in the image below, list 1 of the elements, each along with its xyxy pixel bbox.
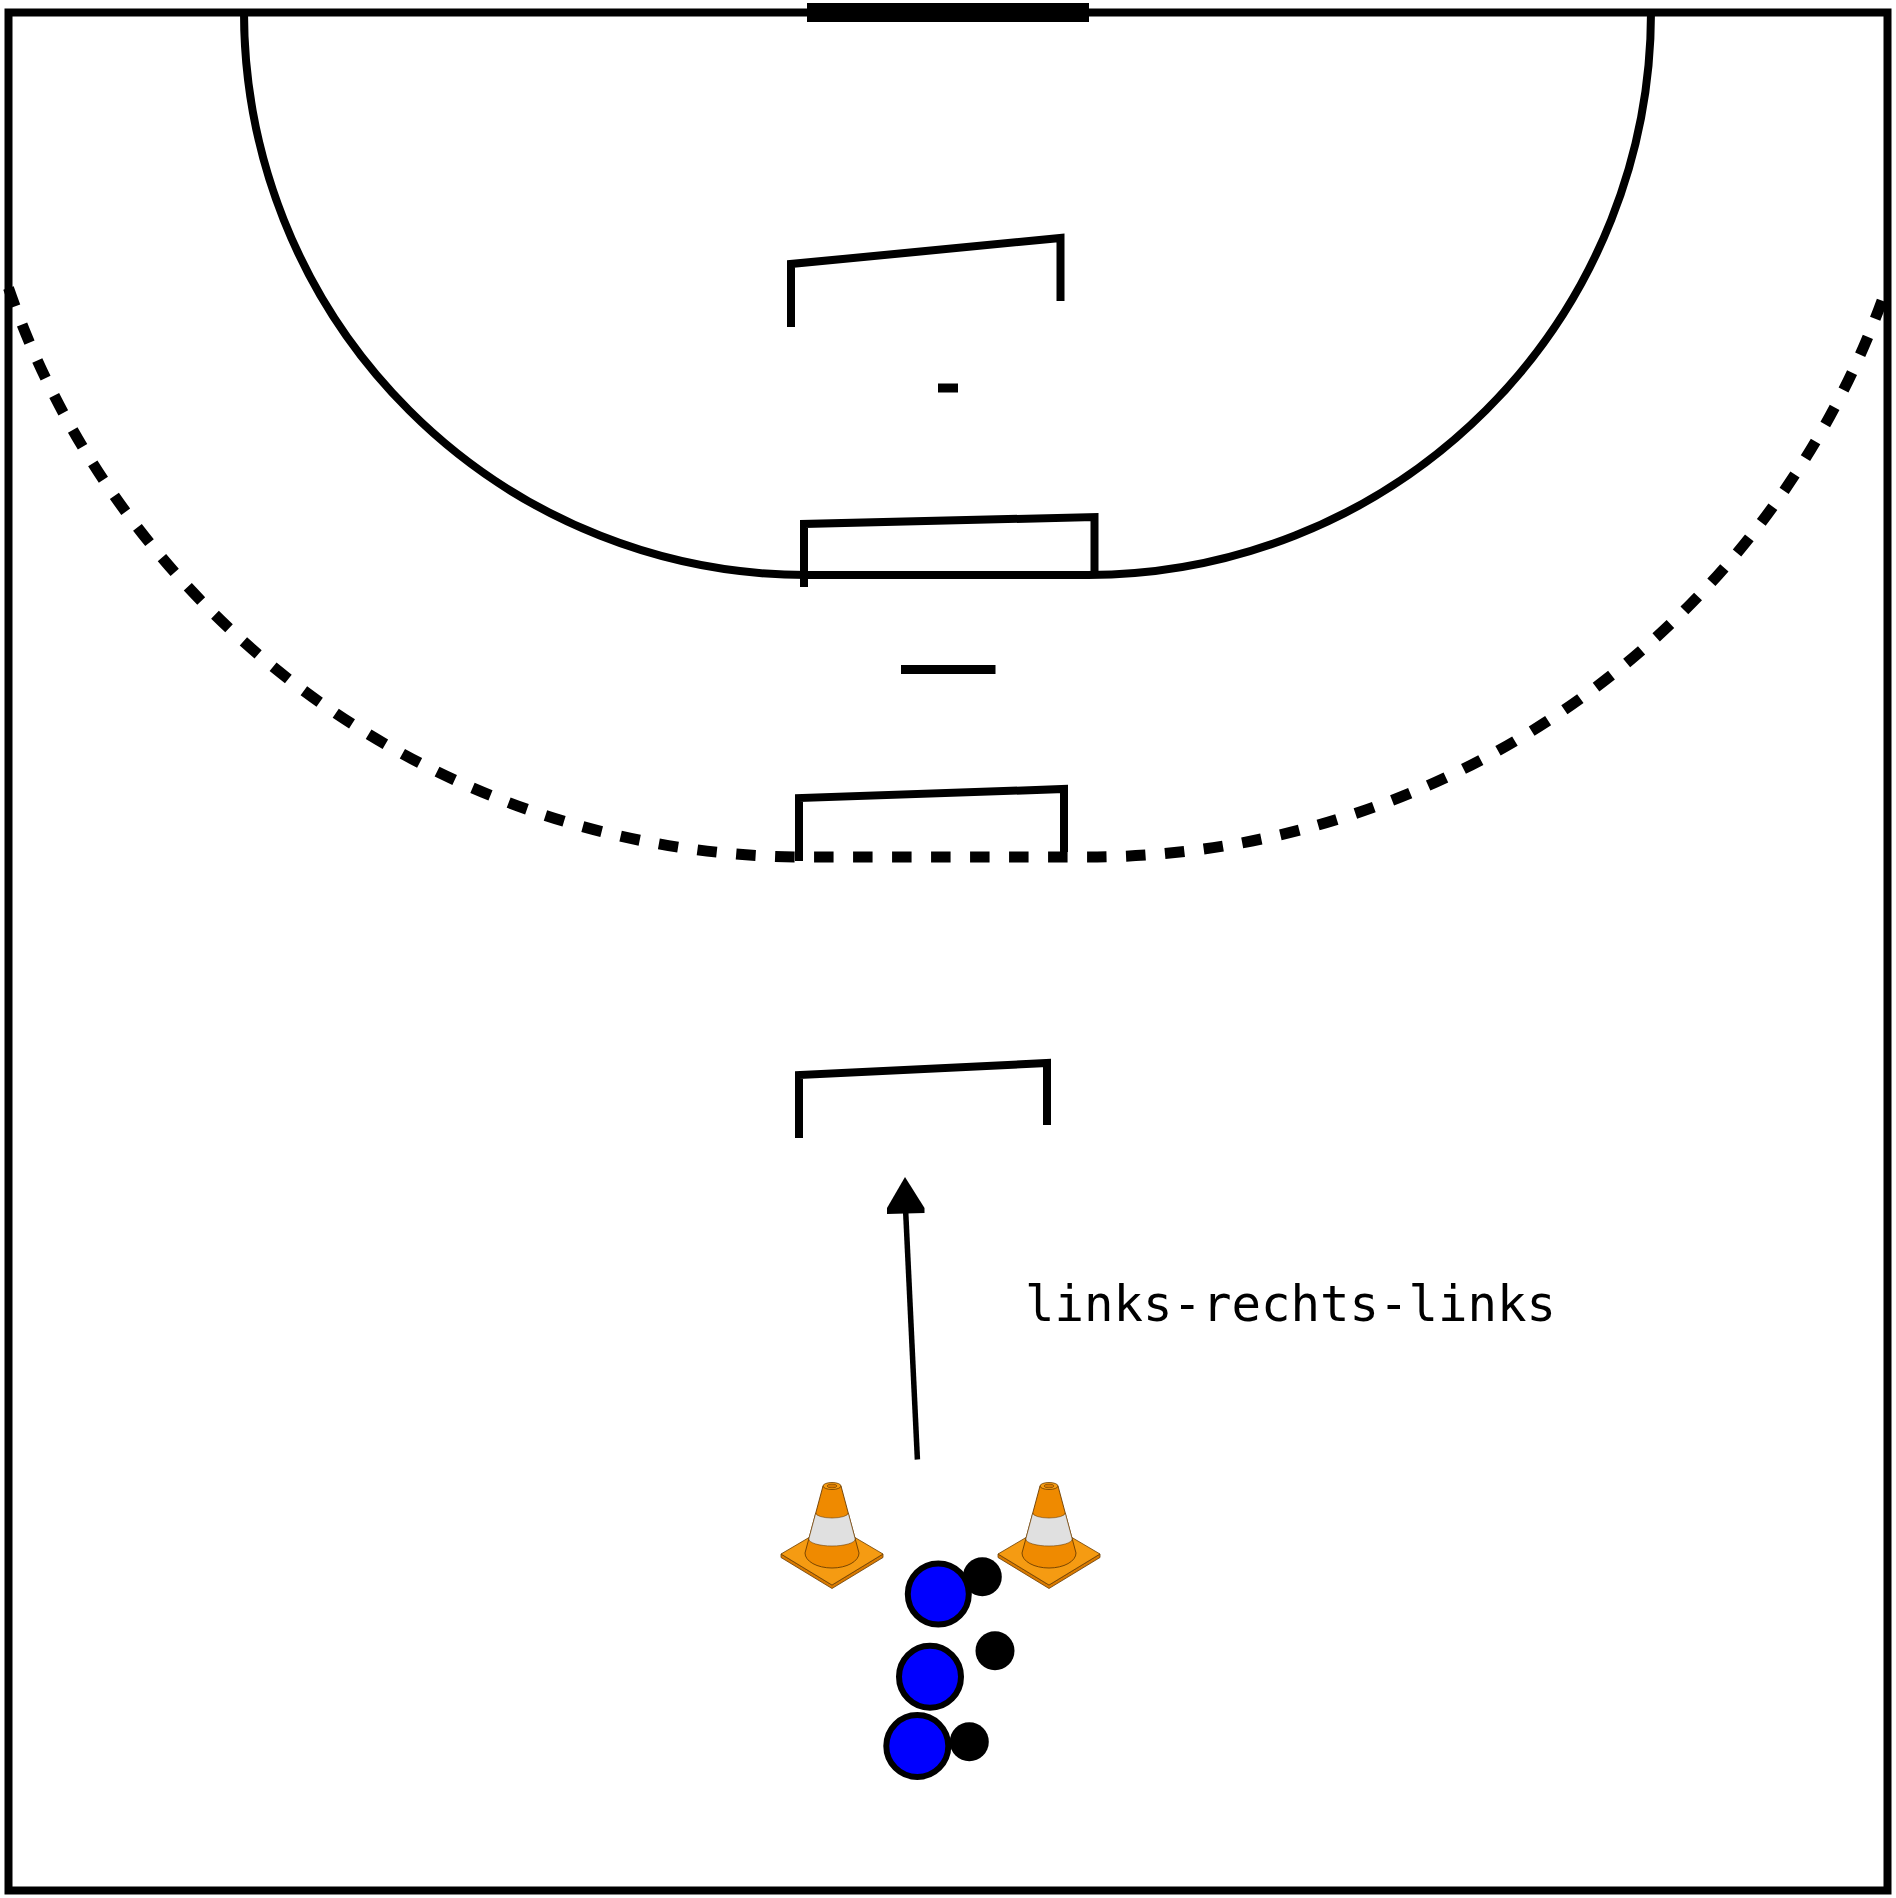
annotation-text: links-rechts-links: [1025, 1280, 1556, 1329]
